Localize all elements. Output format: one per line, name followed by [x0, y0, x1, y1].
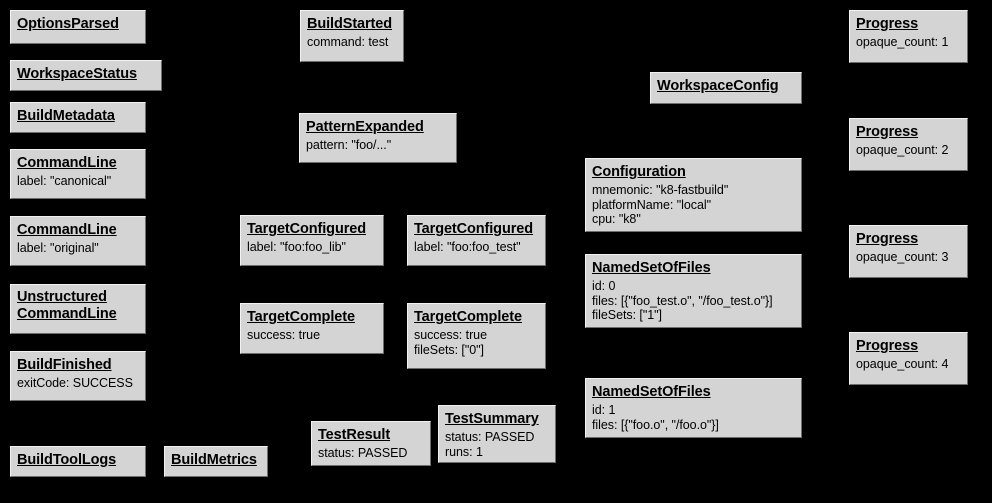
node-field: mnemonic: "k8-fastbuild": [592, 182, 729, 197]
node-field: opaque_count: 1: [856, 34, 949, 49]
node-fields: opaque_count: 2: [856, 143, 961, 158]
node-field: opaque_count: 4: [856, 356, 949, 371]
node-build-finished[interactable]: BuildFinished exitCode: SUCCESS: [10, 351, 146, 401]
node-field: pattern: "foo/...": [306, 137, 392, 152]
node-title: Configuration: [592, 164, 686, 180]
node-field: platformName: "local": [592, 197, 711, 212]
node-title: TestResult: [318, 427, 391, 443]
node-fields: label: "canonical": [17, 174, 139, 189]
node-pattern-expanded[interactable]: PatternExpanded pattern: "foo/...": [299, 113, 457, 163]
node-target-configured-foo-test[interactable]: TargetConfigured label: "foo:foo_test": [407, 215, 546, 266]
node-title: TargetComplete: [247, 309, 355, 325]
node-title: PatternExpanded: [306, 119, 424, 135]
node-title: TargetConfigured: [414, 221, 533, 237]
node-fields: label: "foo:foo_lib": [247, 240, 377, 255]
node-fields: opaque_count: 3: [856, 250, 961, 265]
node-field: label: "canonical": [17, 173, 112, 188]
node-build-metadata[interactable]: BuildMetadata: [10, 102, 146, 133]
node-field: runs: 1: [445, 444, 483, 459]
node-field: fileSets: ["1"]: [592, 308, 662, 323]
node-configuration[interactable]: Configuration mnemonic: "k8-fastbuild"pla…: [585, 158, 802, 232]
node-build-metrics[interactable]: BuildMetrics: [164, 446, 268, 477]
node-progress-3[interactable]: Progress opaque_count: 3: [849, 225, 968, 278]
node-field: command: test: [307, 34, 389, 49]
node-title: Progress: [856, 16, 919, 32]
node-title: NamedSetOfFiles: [592, 384, 711, 400]
node-title: Progress: [856, 338, 919, 354]
node-title: BuildMetadata: [17, 108, 115, 124]
node-title: BuildFinished: [17, 357, 112, 373]
node-title: OptionsParsed: [17, 16, 119, 32]
node-title: WorkspaceConfig: [657, 78, 779, 94]
node-title: Unstructured CommandLine: [17, 289, 117, 323]
node-field: label: "original": [17, 240, 99, 255]
node-fields: command: test: [307, 35, 397, 50]
node-field: label: "foo:foo_test": [414, 239, 521, 254]
node-fields: opaque_count: 4: [856, 357, 961, 372]
node-fields: opaque_count: 1: [856, 35, 961, 50]
node-command-line-canonical[interactable]: CommandLine label: "canonical": [10, 149, 146, 199]
node-fields: pattern: "foo/...": [306, 138, 450, 153]
node-progress-4[interactable]: Progress opaque_count: 4: [849, 332, 968, 385]
node-workspace-config[interactable]: WorkspaceConfig: [650, 72, 802, 104]
node-field: status: PASSED: [318, 445, 408, 460]
node-options-parsed[interactable]: OptionsParsed: [10, 10, 146, 44]
node-field: exitCode: SUCCESS: [17, 375, 133, 390]
node-fields: exitCode: SUCCESS: [17, 376, 139, 391]
node-field: success: true: [414, 327, 487, 342]
node-title: BuildStarted: [307, 16, 393, 32]
node-fields: success: true: [247, 328, 377, 343]
node-field: id: 0: [592, 278, 616, 293]
node-field: id: 1: [592, 402, 616, 417]
node-field: success: true: [247, 327, 320, 342]
node-title: TargetComplete: [414, 309, 522, 325]
node-field: cpu: "k8": [592, 212, 641, 227]
node-title: TargetConfigured: [247, 221, 366, 237]
node-field: opaque_count: 3: [856, 249, 949, 264]
node-title: CommandLine: [17, 222, 117, 238]
node-progress-1[interactable]: Progress opaque_count: 1: [849, 10, 968, 63]
node-build-started[interactable]: BuildStarted command: test: [300, 10, 404, 62]
node-fields: status: PASSED: [318, 446, 424, 461]
node-field: fileSets: ["0"]: [414, 342, 484, 357]
node-command-line-original[interactable]: CommandLine label: "original": [10, 216, 146, 266]
node-progress-2[interactable]: Progress opaque_count: 2: [849, 118, 968, 171]
node-field: status: PASSED: [445, 429, 535, 444]
node-test-result[interactable]: TestResult status: PASSED: [311, 421, 431, 466]
node-title: TestSummary: [445, 411, 539, 427]
node-unstructured-command-line[interactable]: Unstructured CommandLine: [10, 284, 146, 334]
node-title: NamedSetOfFiles: [592, 260, 711, 276]
node-field: files: [{"foo.o", "/foo.o"}]: [592, 417, 719, 432]
node-title: BuildToolLogs: [17, 452, 117, 468]
node-title: BuildMetrics: [171, 452, 257, 468]
node-target-complete-foo-lib[interactable]: TargetComplete success: true: [240, 303, 384, 354]
node-title: Progress: [856, 124, 919, 140]
node-workspace-status[interactable]: WorkspaceStatus: [10, 60, 162, 91]
node-field: opaque_count: 2: [856, 142, 949, 157]
node-fields: mnemonic: "k8-fastbuild"platformName: "l…: [592, 183, 795, 227]
node-fields: label: "foo:foo_test": [414, 240, 539, 255]
node-title: WorkspaceStatus: [17, 66, 137, 82]
node-build-tool-logs[interactable]: BuildToolLogs: [10, 446, 146, 477]
node-target-configured-foo-lib[interactable]: TargetConfigured label: "foo:foo_lib": [240, 215, 384, 266]
node-title: CommandLine: [17, 155, 117, 171]
node-title: Progress: [856, 231, 919, 247]
node-field: label: "foo:foo_lib": [247, 239, 346, 254]
node-fields: label: "original": [17, 241, 139, 256]
node-field: files: [{"foo_test.o", "/foo_test.o"}]: [592, 293, 773, 308]
